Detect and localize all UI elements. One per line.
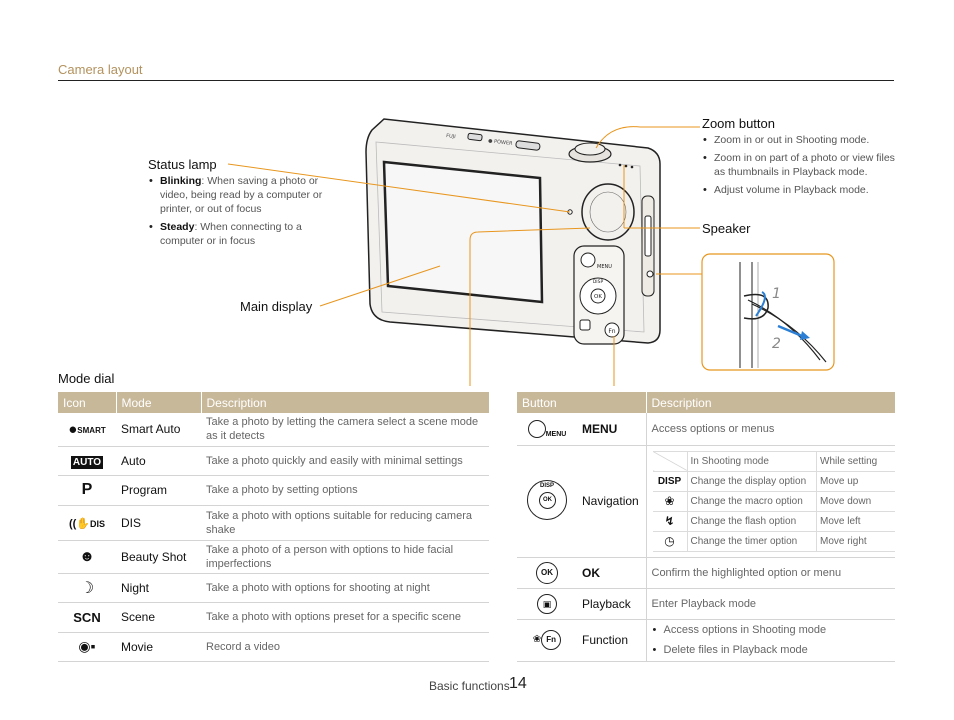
table-row: ▣ Playback Enter Playback mode <box>517 588 895 620</box>
table-row: P Program Take a photo by setting option… <box>58 475 489 506</box>
movie-icon: ◉▪ <box>58 632 116 662</box>
mode-dial-table: Icon Mode Description ●SMART Smart Auto … <box>58 392 489 662</box>
table-row: ◉▪ Movie Record a video <box>58 632 489 662</box>
timer-icon: ◷ <box>652 531 687 552</box>
auto-icon: AUTO <box>58 446 116 476</box>
dis-icon: ((✋DIS <box>58 505 116 541</box>
flash-icon: ↯ <box>652 511 687 532</box>
table-row: ↯ Change the flash option Move left <box>652 511 895 532</box>
svg-text:FUJI: FUJI <box>446 133 456 140</box>
table-row: ◷ Change the timer option Move right <box>652 531 895 552</box>
svg-text:● POWER: ● POWER <box>488 138 514 147</box>
camera-disp-label: DISP <box>593 279 604 285</box>
ok-button-icon: OK <box>517 557 577 589</box>
strap-step-2: 2 <box>772 336 781 352</box>
night-icon: ☽ <box>58 573 116 603</box>
zoom-item: Zoom in on part of a photo or view files… <box>702 151 902 179</box>
status-lamp-callout: Status lamp Blinking: When saving a phot… <box>148 157 338 252</box>
sub-header-setting: While setting <box>816 450 895 472</box>
table-row: SCN Scene Take a photo with options pres… <box>58 602 489 633</box>
status-lamp-blinking: Blinking: When saving a photo or video, … <box>148 174 338 216</box>
table-row: ❀ Change the macro option Move down <box>652 491 895 512</box>
table-row: AUTO Auto Take a photo quickly and easil… <box>58 446 489 476</box>
playback-button-icon: ▣ <box>517 588 577 620</box>
section-title: Camera layout <box>58 62 143 77</box>
table-row: ●SMART Smart Auto Take a photo by lettin… <box>58 413 489 447</box>
zoom-item: Adjust volume in Playback mode. <box>702 183 902 197</box>
sub-header-shooting: In Shooting mode <box>686 450 817 472</box>
page-number: 14 <box>509 675 527 692</box>
menu-button-icon: MENU <box>517 413 577 446</box>
zoom-item: Zoom in or out in Shooting mode. <box>702 133 902 147</box>
camera-menu-label: MENU <box>597 264 612 270</box>
buttons-table: Button Description MENU MENU Access opti… <box>517 392 895 662</box>
status-lamp-title: Status lamp <box>148 157 217 172</box>
main-display-label: Main display <box>240 299 313 314</box>
function-item: Access options in Shooting mode <box>652 623 891 637</box>
header-divider <box>58 80 894 81</box>
table-row: DISP Change the display option Move up <box>652 471 895 492</box>
mode-dial-label: Mode dial <box>58 371 115 386</box>
scene-icon: SCN <box>58 602 116 633</box>
status-lamp-steady: Steady: When connecting to a computer or… <box>148 220 338 248</box>
table-row: DISP OK Navigation In Shooting mode Whil… <box>517 445 895 558</box>
disp-icon: DISP <box>652 471 687 492</box>
function-button-icon: ❀Fn <box>517 619 577 662</box>
zoom-button-callout: Zoom button Zoom in or out in Shooting m… <box>702 116 902 201</box>
beauty-shot-icon: ☻ <box>58 540 116 574</box>
col-description: Description <box>200 392 489 413</box>
table-row: ((✋DIS DIS Take a photo with options sui… <box>58 505 489 541</box>
col-icon: Icon <box>58 392 116 413</box>
macro-icon: ❀ <box>652 491 687 512</box>
col-mode: Mode <box>115 392 201 413</box>
table-row: ❀Fn Function Access options in Shooting … <box>517 619 895 662</box>
zoom-button-title: Zoom button <box>702 116 775 131</box>
footer-section: Basic functions <box>429 679 510 693</box>
program-icon: P <box>58 475 116 506</box>
speaker-label: Speaker <box>702 221 751 236</box>
smart-auto-icon: ●SMART <box>58 413 116 447</box>
table-row: ☻ Beauty Shot Take a photo of a person w… <box>58 540 489 574</box>
table-row: OK OK Confirm the highlighted option or … <box>517 557 895 589</box>
navigation-button-icon: DISP OK <box>517 445 577 558</box>
camera-illustration: FUJI ● POWER MENU OK DISP Fn 1 <box>227 118 835 386</box>
col-button: Button <box>517 392 646 413</box>
camera-ok-label: OK <box>594 294 602 300</box>
table-row: MENU MENU Access options or menus <box>517 413 895 446</box>
table-row: ☽ Night Take a photo with options for sh… <box>58 573 489 603</box>
col-description: Description <box>645 392 895 413</box>
camera-fn-label: Fn <box>608 328 615 335</box>
strap-step-1: 1 <box>772 286 781 302</box>
function-item: Delete files in Playback mode <box>652 643 891 657</box>
navigation-subtable: In Shooting mode While setting DISP Chan… <box>652 450 895 552</box>
